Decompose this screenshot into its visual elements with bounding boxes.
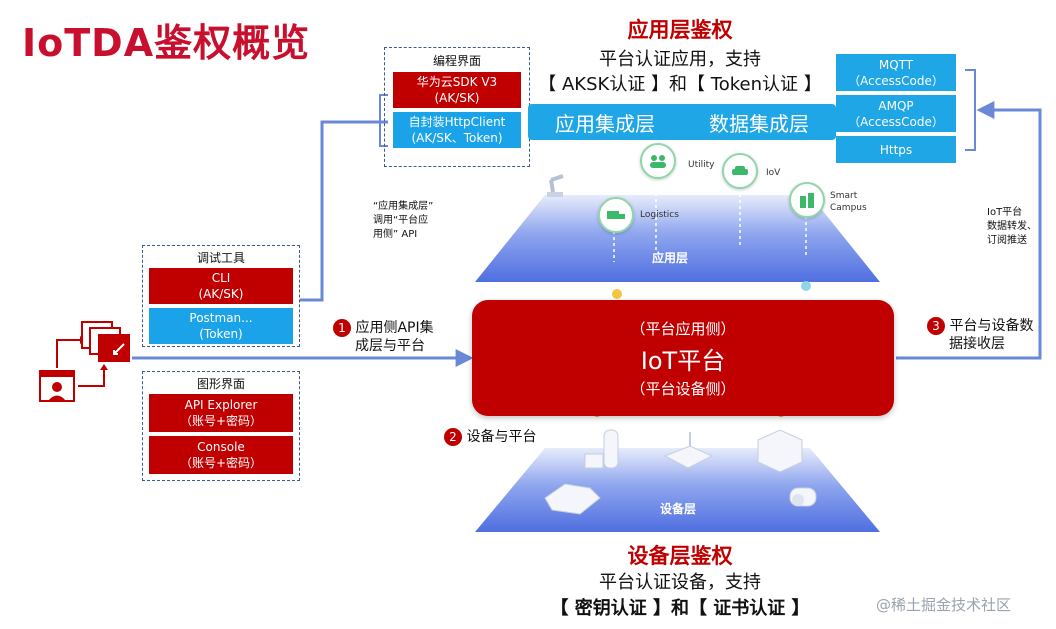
sdk-v3-button[interactable]: 华为云SDK V3 (AK/SK) [393, 72, 521, 108]
iot-platform-label: IoT平台 [640, 346, 726, 375]
watermark: @稀土掘金技术社区 [876, 596, 1012, 614]
app-note-line1: “应用集成层” [373, 201, 434, 212]
http-client-label: 自封装HttpClient [408, 115, 506, 129]
car-icon [722, 153, 758, 189]
debug-tools-group: 调试工具 CLI (AK/SK) Postman... (Token) [142, 245, 300, 347]
step-1-number: 1 [333, 319, 351, 337]
people-icon [640, 143, 676, 179]
console-auth: （账号+密码） [179, 456, 263, 470]
postman-label: Postman... [189, 311, 253, 325]
step-3: 3 平台与设备数 据接收层 [927, 317, 1033, 353]
utility-label: Utility [688, 160, 715, 170]
page-title: IoTDA鉴权概览 [22, 21, 311, 65]
router-device-icon [663, 432, 714, 469]
amqp-auth: （AccessCode） [848, 114, 944, 129]
sdk-v3-auth: (AK/SK) [434, 91, 480, 105]
console-button[interactable]: Console （账号+密码） [149, 436, 293, 474]
mqtt-auth: （AccessCode） [848, 73, 944, 88]
box-device-icon [757, 429, 803, 473]
postman-button[interactable]: Postman... (Token) [149, 308, 293, 344]
step-2-line1: 设备与平台 [466, 429, 537, 445]
app-auth-title: 应用层鉴权 [627, 18, 733, 42]
iot-platform-block: （平台应用侧） IoT平台 （平台设备侧） [472, 300, 894, 416]
step-1: 1 应用侧API集 成层与平台 [333, 319, 434, 355]
step-1-line2: 成层与平台 [355, 338, 425, 354]
amqp-protocol-box: AMQP （AccessCode） [836, 95, 956, 132]
truck-icon [598, 197, 634, 233]
device-layer-label: 设备层 [660, 502, 697, 516]
car-device-icon [544, 483, 601, 515]
camera-device-icon [789, 487, 817, 507]
iov-label: IoV [766, 168, 781, 178]
gui-caption: 图形界面 [196, 377, 245, 391]
device-auth-line1: 平台认证设备，支持 [599, 572, 761, 593]
smart-label: Smart [830, 191, 858, 201]
https-protocol-box: Https [836, 136, 956, 163]
postman-auth: (Token) [199, 327, 243, 341]
amqp-label: AMQP [878, 98, 914, 113]
forward-note-line3: 订阅推送 [987, 235, 1027, 246]
cli-label: CLI [211, 271, 231, 285]
iot-app-side-label: （平台应用侧） [630, 319, 736, 338]
device-auth-line2: 【 密钥认证 】和【 证书认证 】 [550, 598, 810, 619]
sdk-v3-label: 华为云SDK V3 [416, 75, 498, 89]
step-3-line1: 平台与设备数 [949, 318, 1034, 334]
building-icon [789, 182, 825, 218]
programming-caption: 编程界面 [432, 54, 481, 68]
app-integration-note: “应用集成层” 调用“平台应 用侧” API [373, 200, 433, 242]
app-auth-line2: 【 AKSK认证 】和【 Token认证 】 [538, 74, 822, 95]
step-3-number: 3 [927, 317, 945, 335]
forward-note-line2: 数据转发、 [987, 221, 1037, 232]
app-auth-line1: 平台认证应用，支持 [599, 49, 761, 70]
app-note-line2: 调用“平台应 [373, 215, 429, 226]
https-label: Https [879, 142, 913, 157]
http-client-button[interactable]: 自封装HttpClient (AK/SK、Token) [393, 112, 521, 148]
cli-auth: (AK/SK) [198, 287, 244, 301]
api-explorer-auth: （账号+密码） [179, 414, 263, 428]
step-2-number: 2 [444, 428, 462, 446]
cli-button[interactable]: CLI (AK/SK) [149, 268, 293, 304]
device-auth-title: 设备层鉴权 [627, 544, 733, 568]
forward-note-line1: IoT平台 [987, 207, 1023, 218]
app-note-line3: 用侧” API [373, 229, 418, 240]
smart-campus-label: Smart Campus [830, 190, 867, 214]
forward-note: IoT平台 数据转发、 订阅推送 [987, 206, 1037, 248]
app-integration-layer-label: 应用集成层 [555, 111, 655, 136]
sensor-device-icon [584, 429, 619, 469]
console-label: Console [197, 440, 245, 454]
app-layer-label: 应用层 [652, 251, 689, 265]
mqtt-label: MQTT [878, 57, 914, 72]
mqtt-protocol-box: MQTT （AccessCode） [836, 54, 956, 91]
step-2: 2 设备与平台 [444, 428, 536, 446]
gui-group: 图形界面 API Explorer （账号+密码） Console （账号+密码… [142, 371, 300, 481]
step-1-line1: 应用侧API集 [355, 320, 434, 336]
robot-arm-icon [541, 170, 571, 200]
http-client-auth: (AK/SK、Token) [411, 131, 503, 145]
iot-device-side-label: （平台设备侧） [630, 379, 736, 398]
data-integration-layer-label: 数据集成层 [709, 111, 809, 136]
api-explorer-label: API Explorer [184, 398, 258, 412]
app-layer-plane [475, 195, 880, 282]
debug-tools-caption: 调试工具 [196, 251, 245, 265]
campus-label: Campus [830, 203, 867, 213]
programming-interface-group: 编程界面 华为云SDK V3 (AK/SK) 自封装HttpClient (AK… [384, 47, 530, 167]
step-3-line2: 据接收层 [949, 336, 1005, 352]
integration-layer-bar: 应用集成层 数据集成层 [528, 104, 836, 140]
logistics-label: Logistics [640, 210, 679, 220]
api-explorer-button[interactable]: API Explorer （账号+密码） [149, 394, 293, 432]
